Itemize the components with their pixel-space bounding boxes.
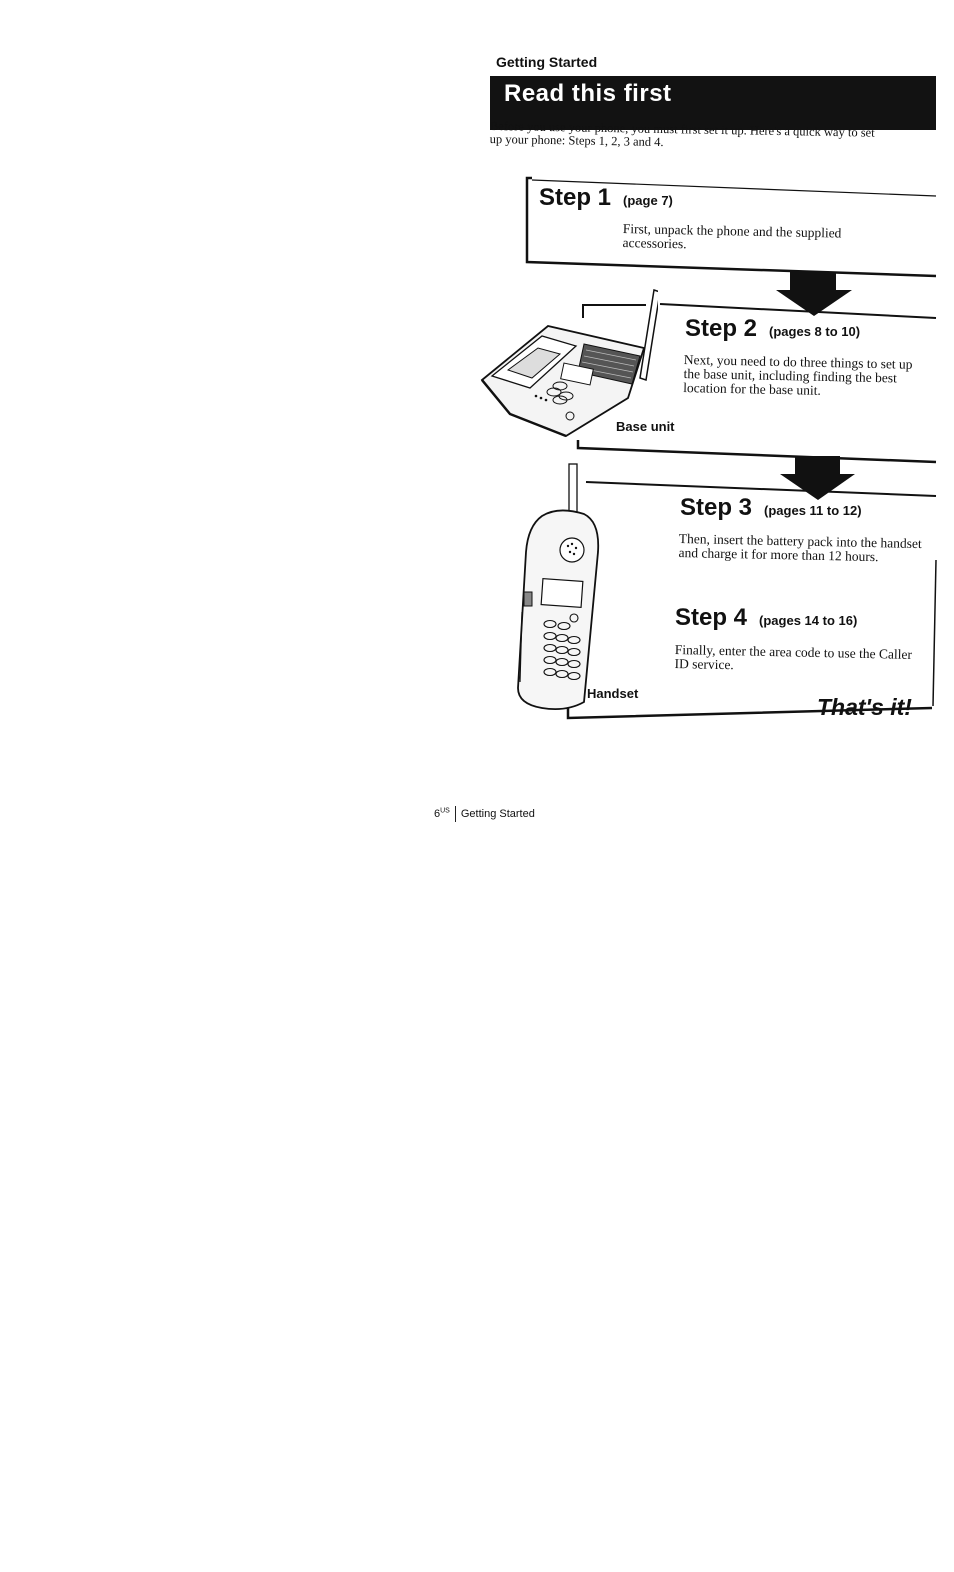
page-suffix: US bbox=[440, 807, 450, 814]
handset-illustration bbox=[512, 462, 604, 712]
step-3-heading: Step 3(pages 11 to 12) bbox=[680, 494, 862, 522]
footer-section: Getting Started bbox=[461, 808, 535, 820]
step-4-heading: Step 4(pages 14 to 16) bbox=[675, 604, 857, 632]
step-3-text: Then, insert the battery pack into the h… bbox=[678, 532, 925, 565]
footer-divider bbox=[455, 806, 456, 822]
step-2-heading: Step 2(pages 8 to 10) bbox=[685, 315, 860, 343]
base-unit-label: Base unit bbox=[616, 419, 675, 434]
step-1-text: First, unpack the phone and the supplied… bbox=[622, 222, 885, 255]
step-1-heading: Step 1(page 7) bbox=[539, 184, 673, 212]
step-4-text: Finally, enter the area code to use the … bbox=[674, 643, 915, 676]
handset-label: Handset bbox=[587, 686, 638, 701]
arrow-down-icon bbox=[776, 272, 852, 316]
step-2-text: Next, you need to do three things to set… bbox=[683, 353, 930, 400]
base-unit-illustration bbox=[478, 288, 658, 438]
closing-text: That's it! bbox=[817, 694, 912, 721]
